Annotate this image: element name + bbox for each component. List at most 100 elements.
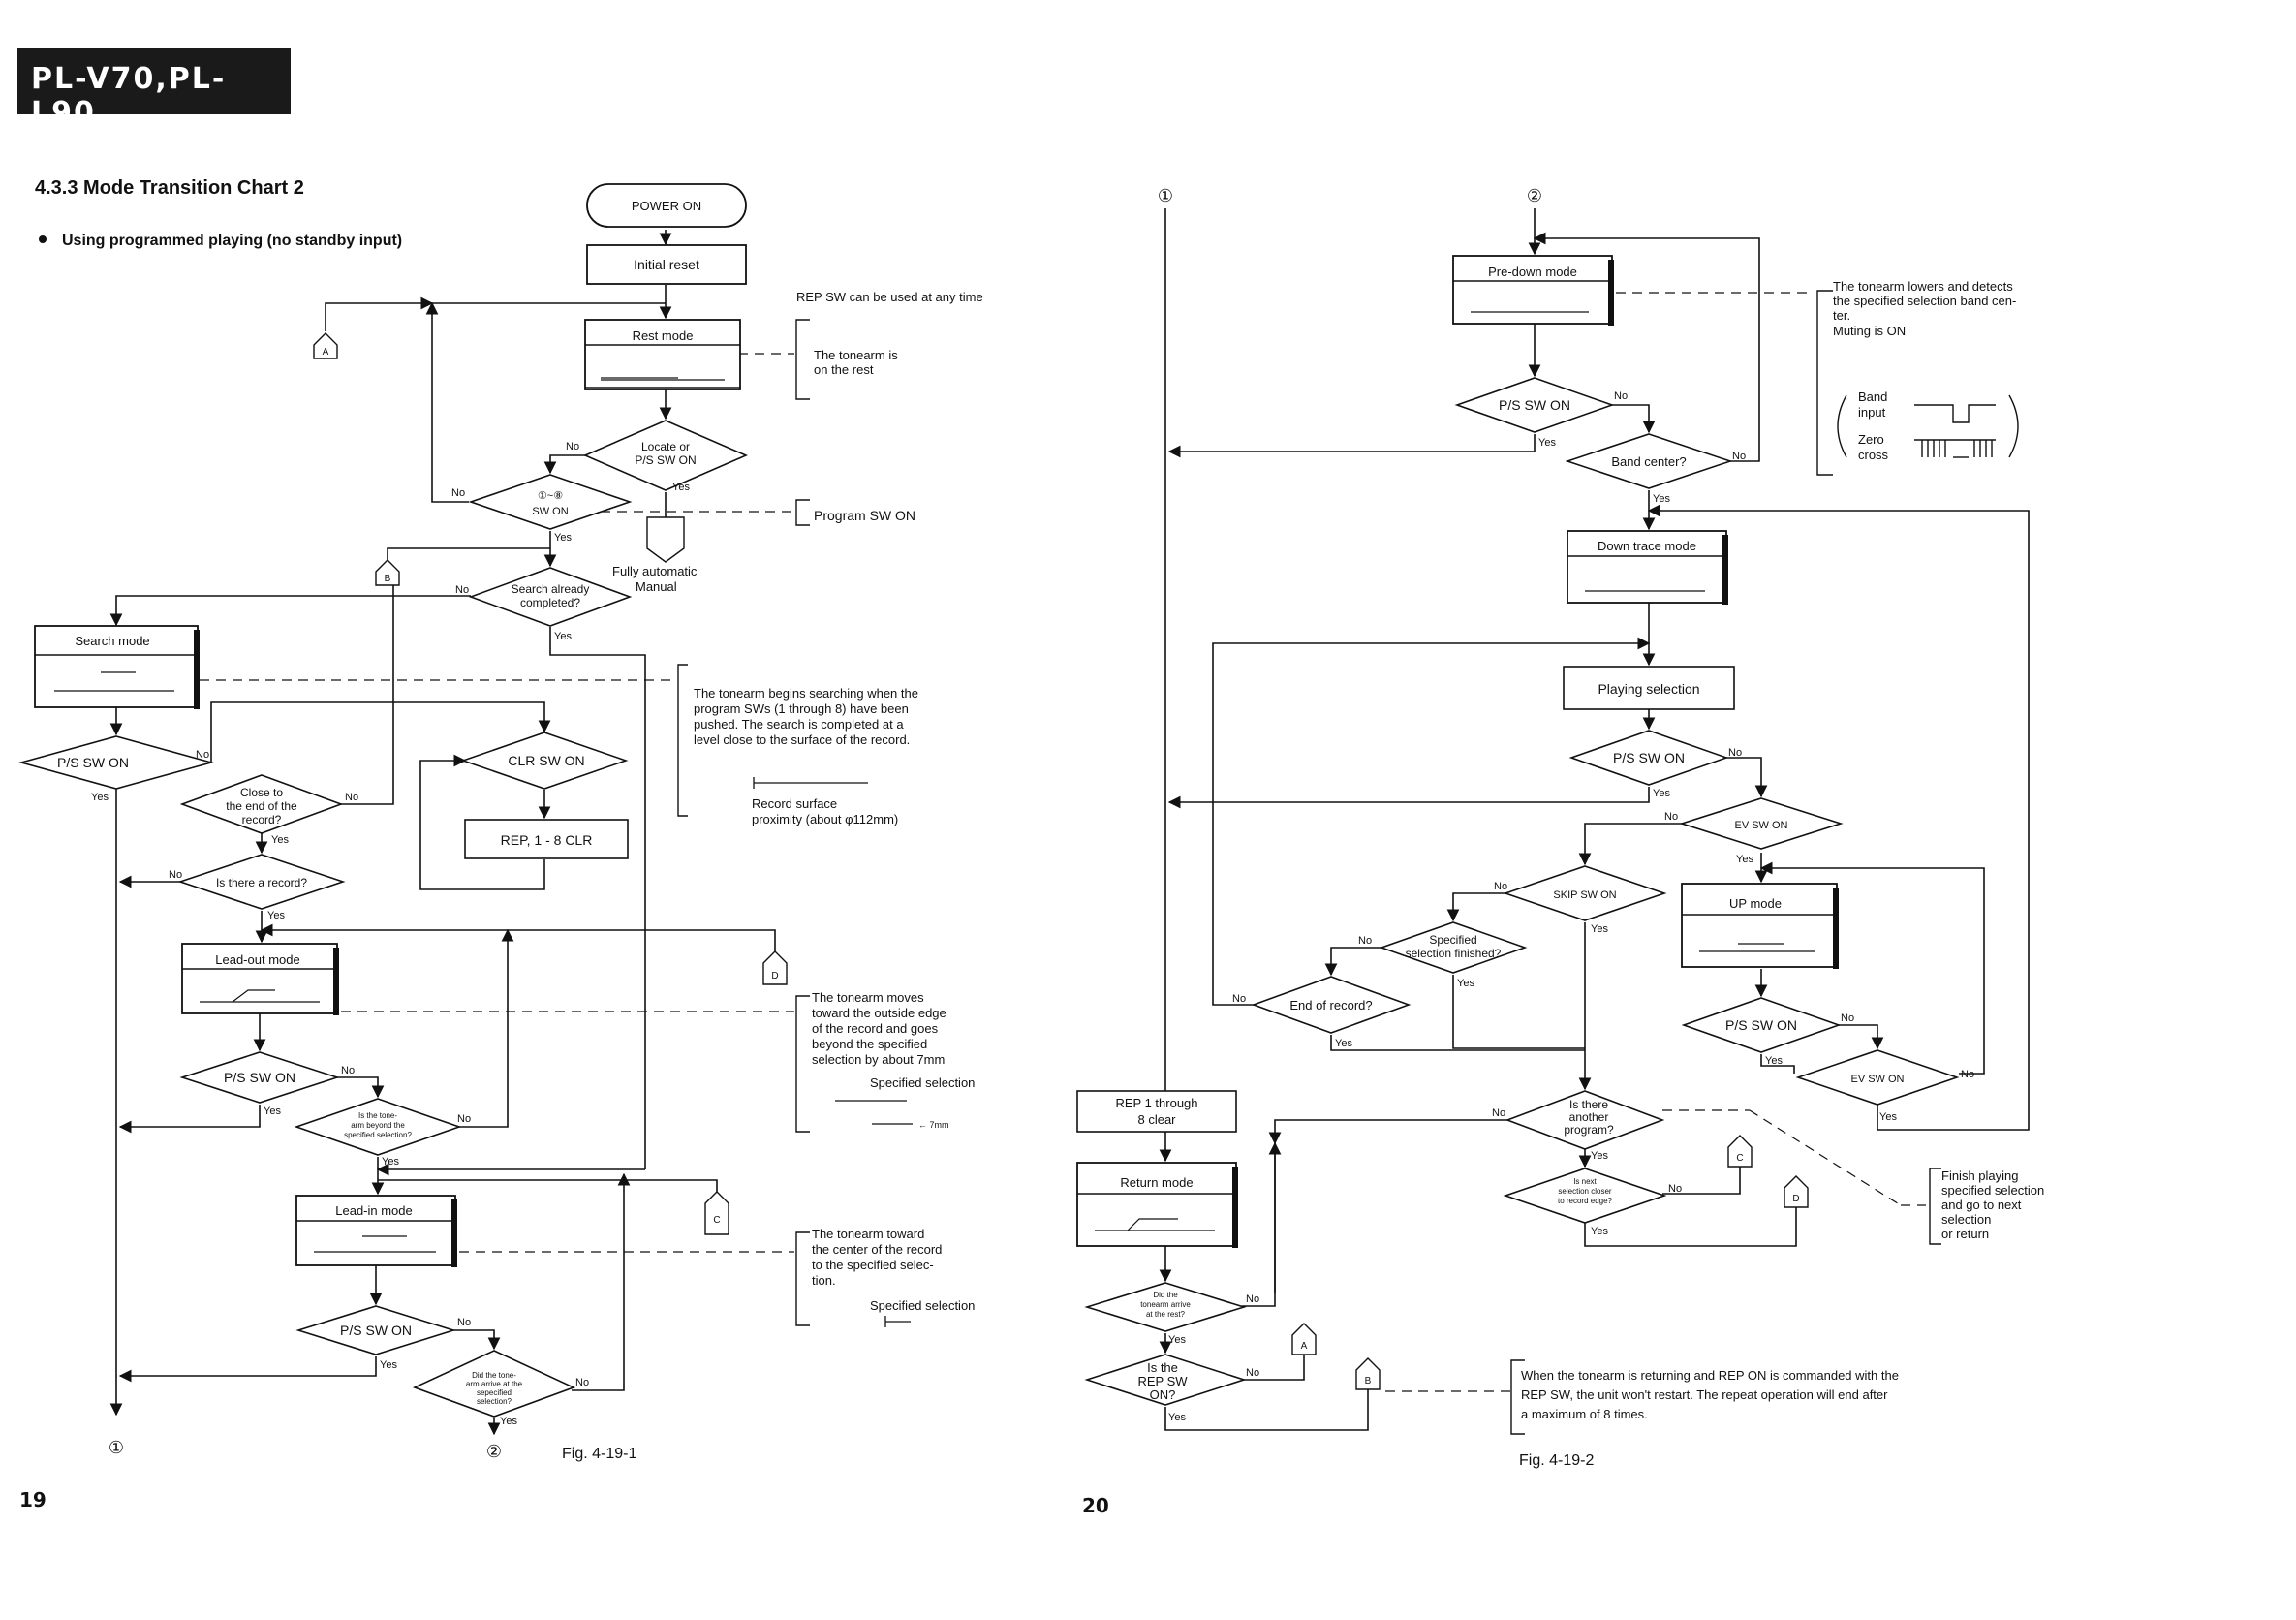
node-locate-line1: Locate or [641, 440, 690, 453]
node-another-line3: program? [1564, 1123, 1614, 1137]
connector-a-right: A [1291, 1323, 1317, 1355]
note-leadout-1: The tonearm moves [812, 990, 924, 1005]
svg-text:No: No [1232, 993, 1246, 1005]
svg-text:Yes: Yes [1653, 493, 1670, 505]
note-leadout-3: of the record and goes [812, 1021, 939, 1036]
node-ps-sw-1-label: P/S SW ON [57, 755, 129, 770]
node-close-end: Close to the end of the record? [179, 774, 344, 834]
node-up-mode-label: UP mode [1729, 896, 1782, 911]
note-zero-2: cross [1858, 448, 1889, 462]
note-leadout-4: beyond the specified [812, 1037, 927, 1051]
node-clr-sw-label: CLR SW ON [508, 753, 584, 768]
node-r-ps-sw-3-label: P/S SW ON [1725, 1017, 1797, 1033]
node-predown-mode: Pre-down mode [1452, 255, 1614, 326]
note-predown-1: The tonearm lowers and detects [1833, 279, 2013, 294]
node-clr-sw: CLR SW ON [460, 732, 629, 790]
svg-text:Yes: Yes [1765, 1055, 1783, 1067]
bullet-dot [39, 235, 47, 243]
node-closer-line1: Is next [1573, 1177, 1597, 1186]
node-leadout-label: Lead-out mode [215, 952, 299, 967]
node-rep-on-line3: ON? [1150, 1387, 1176, 1402]
svg-text:A: A [323, 347, 329, 358]
node-beyond: Is the tone- arm beyond the specified se… [294, 1098, 462, 1156]
node-skip-sw-label: SKIP SW ON [1553, 889, 1616, 901]
svg-text:No: No [1494, 881, 1507, 892]
figure-caption-left: Fig. 4-19-1 [562, 1446, 636, 1462]
bullet-text: Using programmed playing (no standby inp… [62, 233, 402, 249]
note-search-2: program SWs (1 through 8) have been [694, 701, 909, 716]
node-spec-finished-line1: Specified [1429, 933, 1476, 947]
node-search-already-line2: completed? [520, 596, 580, 609]
note-leadout-2: toward the outside edge [812, 1006, 946, 1020]
node-search-mode-label: Search mode [75, 634, 149, 648]
node-closer-line3: to record edge? [1558, 1197, 1613, 1205]
node-rep-clr-label: REP, 1 - 8 CLR [501, 832, 593, 848]
note-seven-mm: ← 7mm [918, 1120, 949, 1130]
node-another-program: Is there another program? [1505, 1090, 1665, 1150]
svg-text:Yes: Yes [1168, 1412, 1186, 1423]
page-number-left: 19 [19, 1488, 47, 1511]
node-playing-label: Playing selection [1598, 681, 1699, 697]
node-rep-clear: REP 1 through 8 clear [1076, 1090, 1237, 1133]
node-end-of-record-label: End of record? [1289, 998, 1372, 1012]
node-rest-mode: Rest mode [584, 319, 741, 390]
node-r-ps-sw-1-label: P/S SW ON [1499, 397, 1570, 413]
node-ps-sw-2-label: P/S SW ON [224, 1070, 295, 1085]
node-downtrace-label: Down trace mode [1598, 539, 1696, 553]
node-is-record: Is there a record? [177, 854, 346, 910]
connector-b-left: B [375, 559, 400, 586]
svg-text:No: No [455, 584, 469, 596]
note-finish-2: specified selection [1941, 1183, 2044, 1198]
right-branch-labels: No Yes No Yes No Yes No Yes No Yes No Ye… [1168, 390, 1974, 1423]
node-ev-sw-2-label: EV SW ON [1850, 1074, 1904, 1085]
svg-text:No: No [1358, 935, 1372, 947]
node-arrive-left-line1: Did the tone- [472, 1371, 516, 1380]
svg-text:No: No [451, 487, 465, 499]
node-is-next-closer: Is next selection closer to record edge? [1503, 1168, 1667, 1224]
node-power-on-label: POWER ON [632, 199, 701, 213]
node-initial-reset: Initial reset [586, 244, 747, 285]
node-arrive-left-line3: sepecified [477, 1388, 512, 1397]
svg-text:Yes: Yes [672, 482, 690, 493]
model-badge-label: PL-V70,PL-L90 [31, 62, 227, 130]
connector-d-left: D [762, 950, 788, 985]
svg-text:D: D [771, 971, 778, 981]
note-finish-4: selection [1941, 1212, 1991, 1227]
svg-text:A: A [1301, 1341, 1308, 1352]
svg-text:Yes: Yes [1457, 978, 1474, 989]
connector-c-left: C [704, 1191, 729, 1235]
left-branch-labels: No Yes No Yes No Yes No Yes No Yes No Ye… [91, 441, 690, 1427]
node-rest-mode-label: Rest mode [633, 328, 694, 343]
note-search-3: pushed. The search is completed at a [694, 717, 904, 732]
svg-text:Yes: Yes [91, 792, 109, 803]
node-rep-clr-box: REP, 1 - 8 CLR [464, 819, 629, 859]
note-rep-sw: REP SW can be used at any time [796, 290, 983, 304]
node-search-mode: Search mode [34, 625, 200, 709]
figure-caption-right: Fig. 4-19-2 [1519, 1452, 1594, 1469]
node-arrive-rest-line2: tonearm arrive [1140, 1300, 1191, 1309]
node-rep-on-line1: Is the [1147, 1360, 1178, 1375]
node-leadin-mode: Lead-in mode [295, 1195, 457, 1267]
section-title: 4.3.3 Mode Transition Chart 2 [35, 177, 304, 199]
node-is-record-label: Is there a record? [216, 876, 307, 889]
note-leadin-2: the center of the record [812, 1242, 942, 1257]
node-ps-sw-2: P/S SW ON [179, 1051, 340, 1104]
note-rep-3: a maximum of 8 times. [1521, 1407, 1648, 1421]
note-zero-1: Zero [1858, 432, 1884, 447]
svg-text:C: C [1736, 1153, 1743, 1164]
node-sw-line2: SW ON [532, 506, 568, 517]
note-predown-3: ter. [1833, 308, 1850, 323]
svg-text:Yes: Yes [1538, 437, 1556, 449]
svg-text:Yes: Yes [271, 834, 289, 846]
node-rep-on-line2: REP SW [1137, 1374, 1188, 1388]
node-another-line2: another [1569, 1110, 1609, 1124]
node-ps-sw-1: P/S SW ON [17, 735, 215, 790]
connector-c-right: C [1727, 1135, 1753, 1168]
node-search-already-decision: Search already completed? [468, 567, 633, 627]
note-band-1: Band [1858, 389, 1887, 404]
page-number-right: 20 [1082, 1494, 1109, 1517]
svg-text:Yes: Yes [1335, 1038, 1352, 1049]
svg-text:Yes: Yes [1736, 854, 1753, 865]
pentagon-fully-automatic [646, 516, 685, 563]
